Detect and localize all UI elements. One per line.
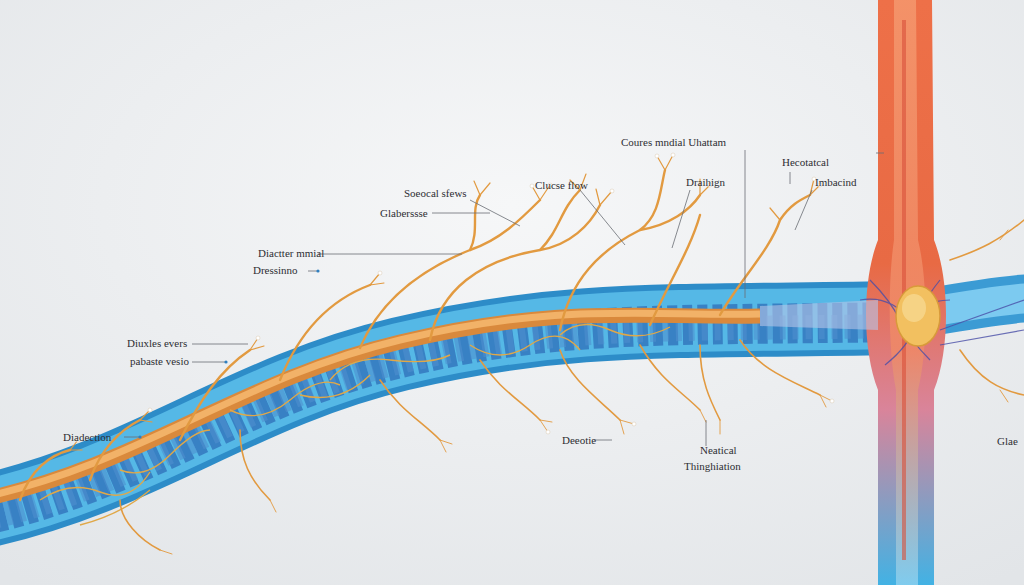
callout-label: Diactter mmial (258, 247, 324, 260)
vertical-vessel (760, 0, 1024, 585)
leader-dots (138, 269, 319, 438)
callout-label: pabaste vesio (130, 355, 189, 368)
callout-label: Clucse flow (535, 179, 588, 192)
blood-vessel (0, 318, 900, 520)
callout-label: Hecotatcal (782, 156, 829, 169)
callout-label: Imbacind (815, 176, 857, 189)
callout-label: Glae (997, 435, 1018, 448)
callout-label: Diadection (63, 431, 111, 444)
callout-label: Coures mndial Uhattam (621, 136, 726, 149)
callout-label: Glaberssse (380, 207, 428, 220)
callout-label: Thinghiation (684, 460, 741, 473)
nerve-band-highlight (0, 313, 760, 498)
callout-label: Neatical (700, 444, 737, 457)
callout-label: Dressinno (253, 264, 298, 277)
callout-label: Draihign (686, 176, 725, 189)
callout-label: Diuxles evers (127, 337, 187, 350)
callout-label: Deeotie (562, 434, 596, 447)
leader-lines (124, 150, 884, 446)
branch-tips (76, 153, 834, 442)
callout-label: Soeocal sfews (404, 187, 467, 200)
nerve-branches (20, 155, 1024, 554)
surface-veins (40, 325, 670, 525)
